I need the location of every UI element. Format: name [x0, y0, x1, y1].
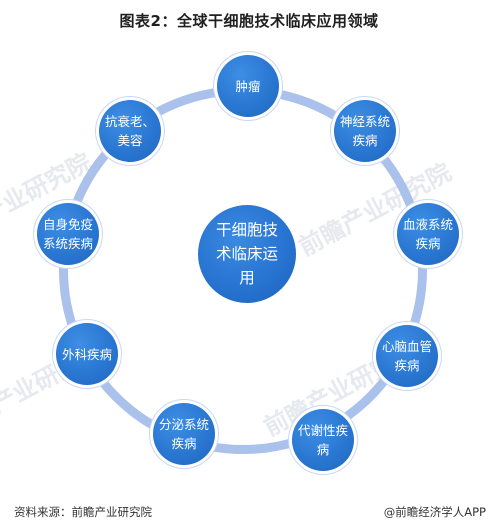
node-blood-system-diseases: 血液系统疾病 [397, 203, 459, 265]
center-node: 干细胞技术临床运用 [198, 205, 296, 303]
node-anti-aging-beauty: 抗衰老、美容 [99, 100, 161, 162]
node-neurological-diseases: 神经系统疾病 [334, 100, 396, 162]
node-autoimmune-diseases: 自身免疫系统疾病 [37, 203, 99, 265]
node-cardiovascular-diseases: 心脑血管疾病 [376, 325, 438, 387]
node-tumor: 肿瘤 [217, 55, 279, 117]
page-title: 图表2：全球干细胞技术临床应用领域 [119, 12, 379, 30]
footer: 资料来源：前瞻产业研究院 @前瞻经济学人APP [0, 504, 498, 524]
application-diagram: 前瞻产业研究院 前瞻产业研究院 前瞻产业研究院 前瞻产业研究院 肿瘤 神经系统疾… [0, 40, 498, 495]
node-surgical-diseases: 外科疾病 [56, 323, 118, 385]
node-endocrine-diseases: 分泌系统疾病 [153, 403, 215, 465]
brand-text: @前瞻经济学人APP [383, 505, 486, 519]
node-metabolic-diseases: 代谢性疾病 [292, 409, 354, 471]
source-text: 资料来源：前瞻产业研究院 [14, 505, 152, 519]
